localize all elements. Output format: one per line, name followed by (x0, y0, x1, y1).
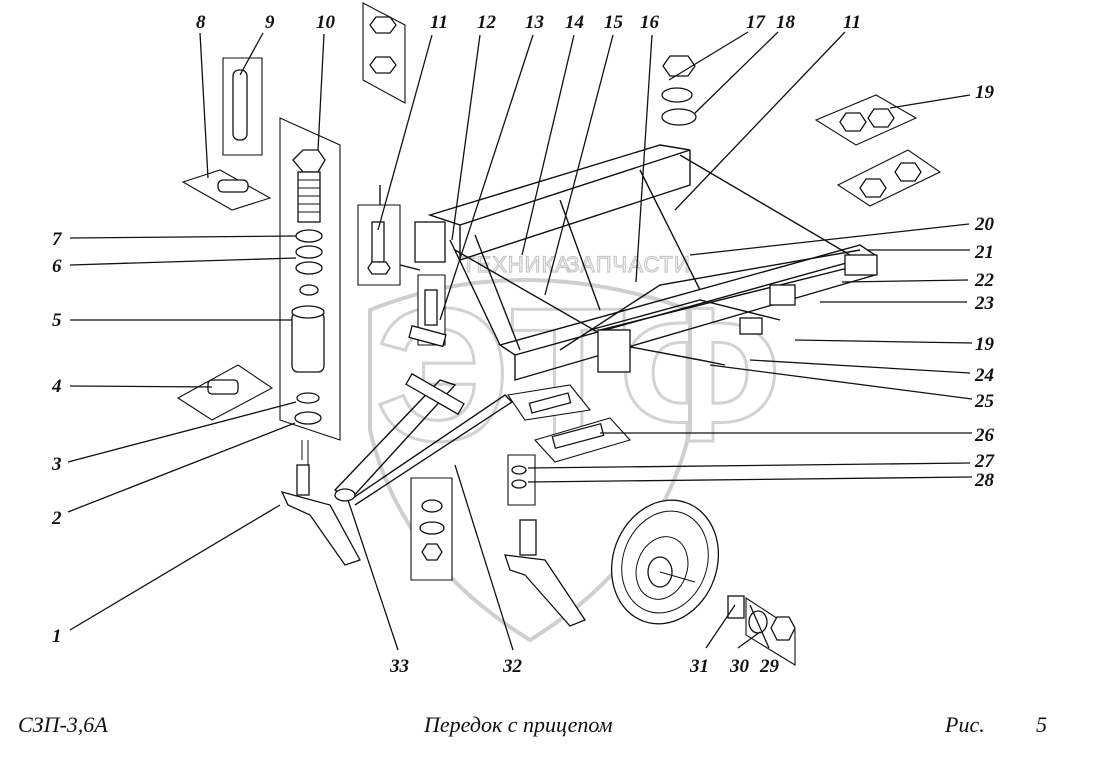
caster-bracket-right (504, 519, 586, 627)
callout-4: 4 (51, 376, 62, 397)
callout-2: 2 (51, 508, 62, 529)
leader-lines (67, 31, 973, 651)
callout-21: 21 (974, 242, 994, 263)
footer-figure-label: Рис. (945, 712, 985, 737)
watermark-text-right: ЗАПЧАСТИ (566, 252, 691, 277)
callout-10: 10 (316, 12, 336, 33)
footer-model-code: СЗП-3,6А (18, 712, 108, 737)
callout-29: 29 (759, 656, 780, 677)
callout-14: 14 (565, 12, 584, 33)
callout-30: 30 (729, 656, 750, 677)
footer-figure-number: 5 (1036, 712, 1047, 737)
callout-16: 16 (640, 12, 660, 33)
nut-panel-19-lower (836, 149, 942, 207)
callout-13: 13 (525, 12, 544, 33)
pin-assembly (279, 117, 341, 496)
nut-17-18 (661, 55, 697, 126)
callout-23: 23 (974, 293, 994, 314)
nut-panel-19-upper (814, 94, 918, 146)
callout-5: 5 (52, 310, 62, 331)
callout-7: 7 (52, 229, 63, 250)
callout-11-top-left: 11 (430, 12, 448, 33)
callout-12: 12 (477, 12, 497, 33)
axle-hardware-panel (727, 595, 796, 666)
callout-27: 27 (974, 451, 996, 472)
bolt-panel-13 (408, 274, 447, 348)
callout-19-top: 19 (975, 82, 995, 103)
callout-3: 3 (51, 454, 62, 475)
main-frame (379, 144, 878, 381)
callout-33: 33 (389, 656, 409, 677)
callout-31: 31 (689, 656, 709, 677)
grease-fitting-panel (176, 364, 274, 421)
bolt-panels-26 (507, 384, 631, 506)
callout-19-bottom: 19 (975, 334, 995, 355)
nut-panel-32 (410, 477, 453, 581)
callout-25: 25 (974, 391, 995, 412)
callouts: 1 2 3 4 5 6 7 8 9 10 11 12 13 14 15 16 1… (51, 12, 996, 677)
callout-20: 20 (974, 214, 995, 235)
caster-bracket-left (280, 491, 361, 566)
callout-15: 15 (604, 12, 624, 33)
callout-8: 8 (196, 12, 206, 33)
callout-9: 9 (265, 12, 275, 33)
wheel (610, 499, 720, 625)
callout-6: 6 (52, 256, 62, 277)
nut-panel-top (362, 2, 406, 104)
bolt-panel-left (357, 204, 401, 286)
callout-11-top-right: 11 (843, 12, 861, 33)
callout-18: 18 (776, 12, 796, 33)
callout-28: 28 (974, 470, 995, 491)
callout-1: 1 (52, 626, 62, 647)
callout-24: 24 (974, 365, 994, 386)
drawbar (333, 372, 514, 506)
callout-26: 26 (974, 425, 995, 446)
callout-32: 32 (502, 656, 523, 677)
pin-8-9-panel (181, 57, 272, 211)
footer-figure-title: Передок с прицепом (424, 712, 613, 737)
callout-22: 22 (974, 270, 995, 291)
callout-17: 17 (746, 12, 767, 33)
